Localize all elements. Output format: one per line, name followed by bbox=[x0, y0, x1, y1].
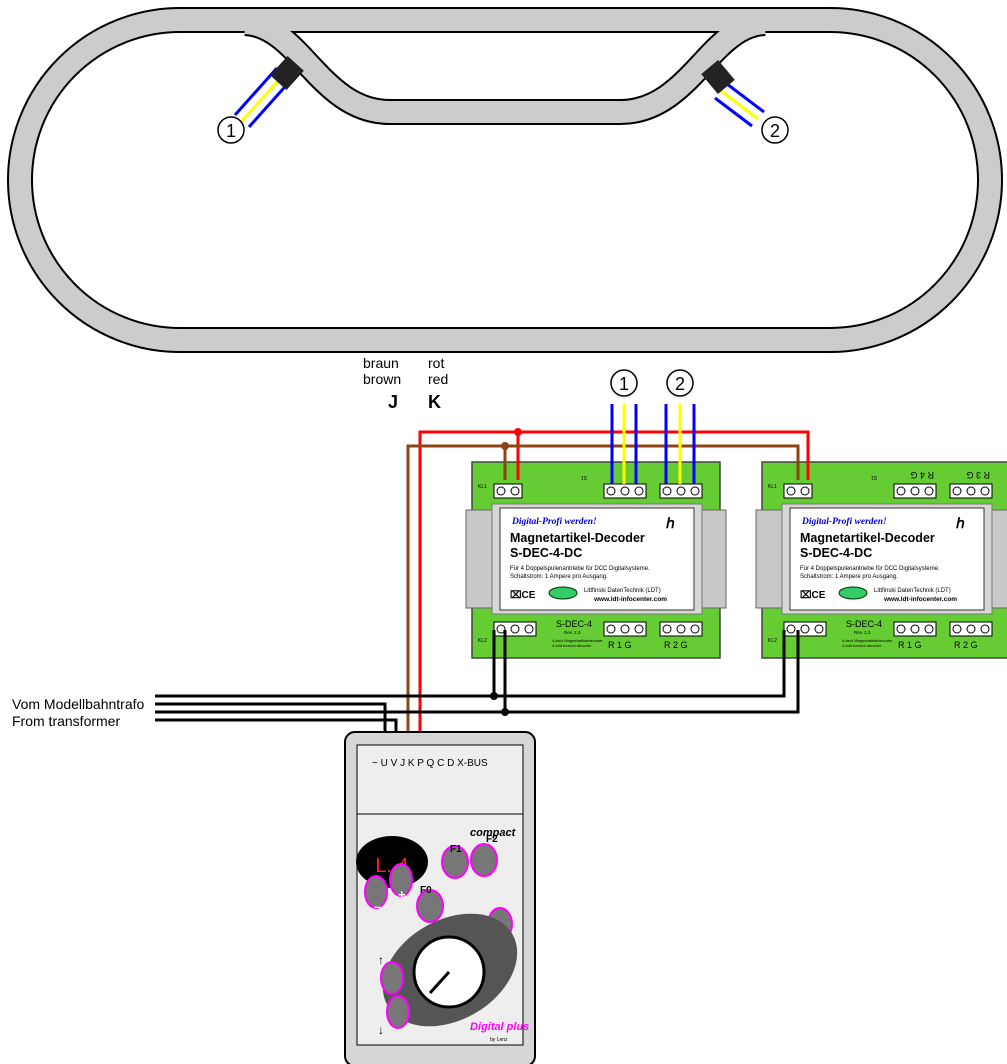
svg-text:Magnetartikel-Decoder: Magnetartikel-Decoder bbox=[800, 531, 935, 545]
outer-oval-track bbox=[7, 7, 1003, 353]
svg-text:Schaltstrom: 1 Ampere pro Ausg: Schaltstrom: 1 Ampere pro Ausgang. bbox=[800, 574, 898, 580]
transformer-label-en: From transformer bbox=[12, 713, 120, 729]
speed-knob[interactable] bbox=[363, 891, 538, 1050]
wire-labels: braun brown J rot red K Vom Modellbahntr… bbox=[12, 355, 448, 729]
wires bbox=[155, 404, 810, 780]
svg-text:Digital-Profi werden!: Digital-Profi werden! bbox=[511, 517, 597, 527]
turnout-drive-1 bbox=[233, 55, 304, 128]
svg-text:+: + bbox=[398, 887, 406, 902]
decoder-2: Digital-Profi werden! Magnetartikel-Deco… bbox=[755, 461, 1007, 659]
brown-wire-j bbox=[406, 444, 800, 780]
svg-text:R 4 G: R 4 G bbox=[910, 470, 934, 480]
svg-text:↓: ↓ bbox=[378, 1023, 384, 1037]
svg-text:Littfinski DatenTechnik (LDT): Littfinski DatenTechnik (LDT) bbox=[874, 588, 951, 594]
command-station: ~ U V J K P Q C D X-BUS compact L. 4 – +… bbox=[344, 731, 538, 1064]
f0-key[interactable]: F0 bbox=[416, 885, 444, 923]
svg-text:KL2: KL2 bbox=[478, 638, 487, 644]
svg-text:4-fold turnout decoder: 4-fold turnout decoder bbox=[552, 643, 592, 648]
svg-text:Schaltstrom: 1 Ampere pro Ausg: Schaltstrom: 1 Ampere pro Ausgang. bbox=[510, 574, 608, 580]
transformer-label-de: Vom Modellbahntrafo bbox=[12, 696, 145, 712]
svg-text:4-fach Magnetartikeldecoder: 4-fach Magnetartikeldecoder bbox=[552, 638, 603, 643]
svg-text:S-DEC-4-DC: S-DEC-4-DC bbox=[510, 546, 582, 560]
svg-text:R 2 G: R 2 G bbox=[664, 640, 688, 650]
svg-text:Für 4 Doppelspulenantriebe für: Für 4 Doppelspulenantriebe für DCC Digit… bbox=[510, 566, 650, 572]
minus-key[interactable]: – bbox=[364, 875, 388, 914]
decoder-1: Digital-Profi werden! Magnetartikel-Deco… bbox=[465, 461, 727, 659]
direction-up-key[interactable]: ↑ bbox=[378, 953, 404, 995]
svg-text:R 1 G: R 1 G bbox=[608, 640, 632, 650]
brown-label-de: braun bbox=[363, 355, 399, 371]
svg-text:Littfinski DatenTechnik (LDT): Littfinski DatenTechnik (LDT) bbox=[584, 588, 661, 594]
svg-text:4-fold turnout decoder: 4-fold turnout decoder bbox=[842, 643, 882, 648]
track-layout: 1 2 bbox=[7, 7, 1003, 353]
svg-text:KL1: KL1 bbox=[768, 484, 777, 490]
brown-terminal-label: J bbox=[388, 392, 398, 412]
svg-text:Digital-Profi werden!: Digital-Profi werden! bbox=[801, 517, 887, 527]
feed-label-2: 2 bbox=[666, 369, 694, 397]
direction-down-key[interactable]: ↓ bbox=[378, 995, 410, 1037]
red-label-en: red bbox=[428, 371, 448, 387]
by-lenz-label: by Lenz bbox=[490, 1037, 508, 1043]
compact-brand: compact bbox=[470, 827, 517, 839]
svg-text:2: 2 bbox=[675, 374, 685, 394]
svg-text:S-DEC-4: S-DEC-4 bbox=[556, 619, 592, 629]
svg-text:1: 1 bbox=[619, 374, 629, 394]
red-label-de: rot bbox=[428, 355, 444, 371]
plus-key[interactable]: + bbox=[389, 863, 413, 902]
turnout-label-1: 1 bbox=[217, 116, 245, 144]
svg-text:www.ldt-infocenter.com: www.ldt-infocenter.com bbox=[883, 596, 957, 603]
turnout-label-2: 2 bbox=[761, 116, 789, 144]
svg-text:S1: S1 bbox=[871, 474, 877, 480]
svg-text:–: – bbox=[374, 899, 381, 914]
svg-text:R 2 G: R 2 G bbox=[954, 640, 978, 650]
svg-text:⌧CE: ⌧CE bbox=[510, 590, 536, 601]
svg-text:S-DEC-4-DC: S-DEC-4-DC bbox=[800, 546, 872, 560]
f1-key[interactable]: F1 bbox=[441, 844, 469, 879]
transformer-wire-1 bbox=[155, 630, 496, 698]
turnout-drive-2 bbox=[701, 59, 765, 128]
svg-text:KL1: KL1 bbox=[478, 484, 487, 490]
terminal-strip-label: ~ U V J K P Q C D X-BUS bbox=[372, 758, 488, 769]
red-wire-k bbox=[418, 430, 810, 780]
svg-text:R 1 G: R 1 G bbox=[898, 640, 922, 650]
decoder-label-panel bbox=[789, 507, 985, 611]
svg-text:1: 1 bbox=[226, 121, 236, 141]
svg-text:ℎ: ℎ bbox=[956, 515, 965, 531]
svg-text:R 3 G: R 3 G bbox=[966, 470, 990, 480]
svg-text:S1: S1 bbox=[581, 474, 587, 480]
svg-text:4-fach Magnetartikeldecoder: 4-fach Magnetartikeldecoder bbox=[842, 638, 893, 643]
svg-text:Für 4 Doppelspulenantriebe für: Für 4 Doppelspulenantriebe für DCC Digit… bbox=[800, 566, 940, 572]
svg-text:F1: F1 bbox=[450, 844, 462, 855]
svg-text:www.ldt-infocenter.com: www.ldt-infocenter.com bbox=[593, 596, 667, 603]
transformer-wire-3 bbox=[155, 630, 507, 714]
svg-text:Magnetartikel-Decoder: Magnetartikel-Decoder bbox=[510, 531, 645, 545]
svg-text:↑: ↑ bbox=[378, 953, 384, 967]
decoder-label-panel bbox=[499, 507, 695, 611]
svg-text:F0: F0 bbox=[420, 885, 432, 896]
svg-text:Rev. 2.3: Rev. 2.3 bbox=[564, 630, 581, 635]
svg-text:2: 2 bbox=[770, 121, 780, 141]
feed-label-1: 1 bbox=[610, 369, 638, 397]
svg-text:S-DEC-4: S-DEC-4 bbox=[846, 619, 882, 629]
red-terminal-label: K bbox=[428, 392, 441, 412]
digital-plus-brand: Digital plus bbox=[470, 1021, 529, 1033]
svg-text:KL2: KL2 bbox=[768, 638, 777, 644]
svg-text:⌧CE: ⌧CE bbox=[800, 590, 826, 601]
svg-text:Rev. 2.3: Rev. 2.3 bbox=[854, 630, 871, 635]
f2-key[interactable]: F2 bbox=[470, 834, 498, 877]
brown-label-en: brown bbox=[363, 371, 401, 387]
svg-text:F2: F2 bbox=[486, 834, 498, 845]
svg-text:ℎ: ℎ bbox=[666, 515, 675, 531]
